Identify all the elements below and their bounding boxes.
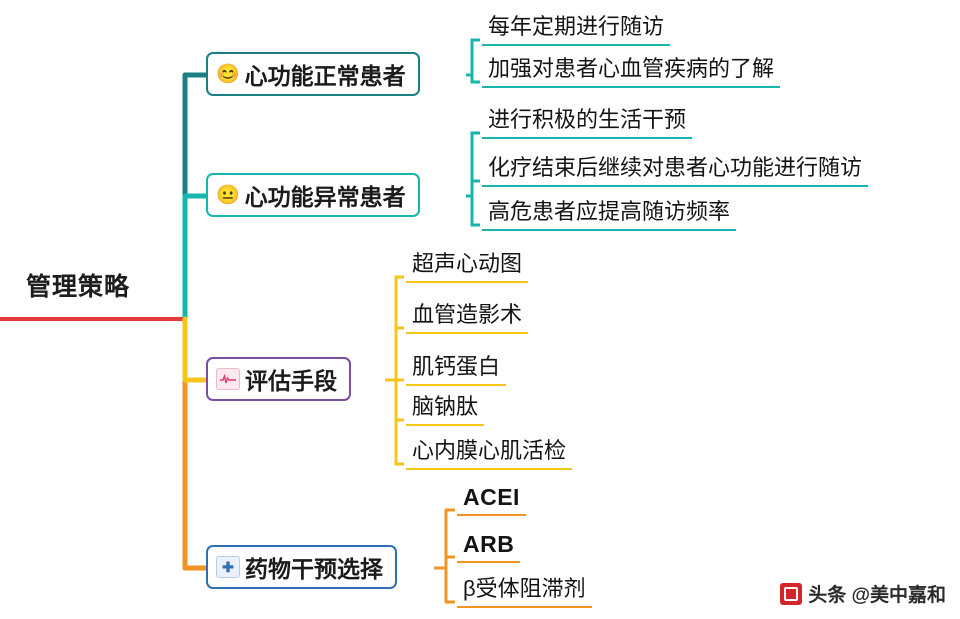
branch-abnormal-cardiac[interactable]: 😐 心功能异常患者 — [206, 173, 420, 217]
medical-kit-icon: ✚ — [216, 556, 240, 578]
leaf-item[interactable]: 每年定期进行随访 — [482, 12, 671, 46]
leaf-item[interactable]: 肌钙蛋白 — [406, 352, 507, 386]
leaf-label: 进行积极的生活干预 — [488, 107, 687, 133]
leaf-item[interactable]: 心内膜心肌活检 — [406, 436, 573, 470]
leaf-label: 血管造影术 — [412, 302, 523, 328]
toutiao-logo-icon — [780, 582, 803, 605]
leaf-item[interactable]: ARB — [457, 529, 521, 563]
branch-drug-intervention[interactable]: ✚ 药物干预选择 — [206, 545, 397, 589]
branch-normal-cardiac[interactable]: 😊 心功能正常患者 — [206, 52, 420, 96]
leaf-item[interactable]: 超声心动图 — [406, 249, 529, 283]
watermark-text: 头条 @美中嘉和 — [808, 585, 946, 606]
leaf-item[interactable]: 血管造影术 — [406, 300, 529, 334]
neutral-face-emoji: 😐 — [216, 184, 240, 206]
smiling-face-emoji: 😊 — [216, 63, 240, 85]
leaf-label: 高危患者应提高随访频率 — [488, 199, 731, 225]
leaf-label: 加强对患者心血管疾病的了解 — [488, 56, 775, 82]
root-label: 管理策略 — [26, 273, 131, 301]
leaf-label: 肌钙蛋白 — [412, 354, 501, 380]
leaf-item[interactable]: 脑钠肽 — [406, 392, 485, 426]
leaf-item[interactable]: 高危患者应提高随访频率 — [482, 197, 737, 231]
leaf-label: 超声心动图 — [412, 251, 523, 277]
leaf-label: 脑钠肽 — [412, 394, 479, 420]
watermark: 头条 @美中嘉和 — [780, 580, 946, 607]
branch-label-normal-cardiac: 心功能正常患者 — [244, 63, 406, 89]
leaf-label: ARB — [463, 530, 515, 557]
branch-label-abnormal-cardiac: 心功能异常患者 — [244, 184, 406, 210]
leaf-label: β受体阻滞剂 — [463, 576, 586, 602]
leaf-label: ACEI — [463, 483, 520, 510]
branch-assessment-methods[interactable]: 评估手段 — [206, 357, 351, 401]
leaf-item[interactable]: 加强对患者心血管疾病的了解 — [482, 54, 781, 88]
leaf-item[interactable]: 化疗结束后继续对患者心功能进行随访 — [482, 153, 869, 187]
ecg-heartbeat-icon — [216, 368, 240, 390]
mindmap-root[interactable]: 管理策略 — [26, 265, 176, 305]
branch-label-assessment-methods: 评估手段 — [245, 368, 337, 394]
leaf-label: 化疗结束后继续对患者心功能进行随访 — [488, 155, 863, 181]
leaf-label: 每年定期进行随访 — [488, 14, 665, 40]
leaf-item[interactable]: 进行积极的生活干预 — [482, 105, 693, 139]
leaf-label: 心内膜心肌活检 — [412, 438, 567, 464]
leaf-item[interactable]: ACEI — [457, 482, 526, 516]
leaf-item[interactable]: β受体阻滞剂 — [457, 574, 592, 608]
branch-label-drug-intervention: 药物干预选择 — [245, 556, 383, 582]
